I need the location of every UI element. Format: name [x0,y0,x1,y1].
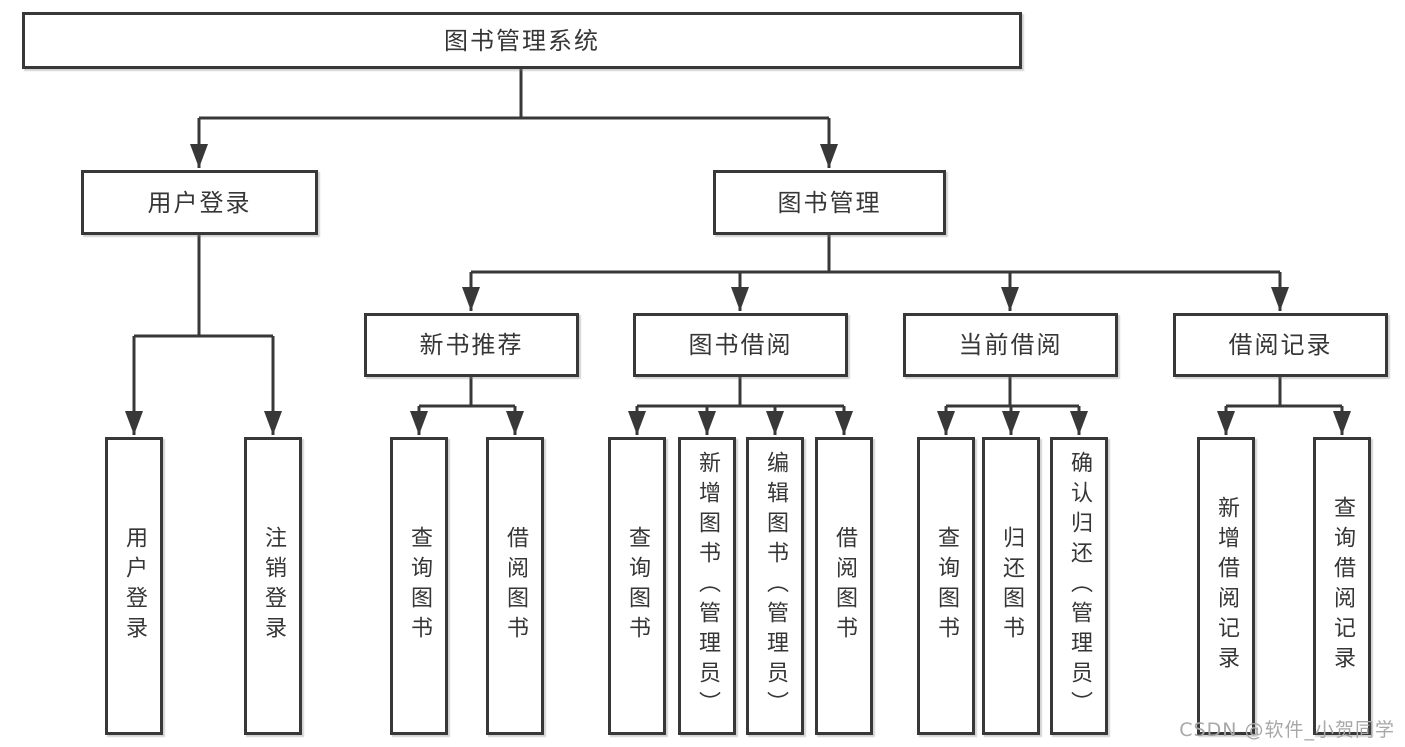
node-label: 借阅图书 [832,526,857,646]
connector-root-to-level2 [190,69,838,168]
connector-new-book-branch [410,377,524,435]
node-label: 新增图书（管理员） [695,451,720,721]
node-label: 归还图书 [999,526,1024,646]
node-label: 注销登录 [261,526,286,646]
node-label: 新增借阅记录 [1214,496,1239,676]
leaf-add-books-admin: 新增图书（管理员） [678,437,736,735]
node-label: 编辑图书（管理员） [763,451,788,721]
node-label: 借阅记录 [1228,331,1333,359]
node-label: 查询图书 [407,526,432,646]
node-label: 用户登录 [122,526,147,646]
node-label: 图书借阅 [688,331,793,359]
node-label: 查询借阅记录 [1330,496,1355,676]
node-new-book-recommend: 新书推荐 [364,313,579,377]
leaf-query-books-borrow: 查询图书 [608,437,666,735]
leaf-query-books-current: 查询图书 [917,437,975,735]
connector-user-login-branch [125,235,282,435]
leaf-edit-books-admin: 编辑图书（管理员） [746,437,804,735]
node-book-management: 图书管理 [713,170,946,235]
leaf-logout: 注销登录 [244,437,302,735]
watermark: CSDN @软件_小贺同学 [1179,719,1395,741]
leaf-add-borrow-record: 新增借阅记录 [1197,437,1255,735]
leaf-query-books-recommend: 查询图书 [390,437,448,735]
node-current-borrowing: 当前借阅 [903,313,1118,377]
node-label: 图书管理系统 [444,26,600,55]
node-library-system: 图书管理系统 [22,12,1022,69]
node-label: 查询图书 [934,526,959,646]
node-label: 确认归还（管理员） [1067,451,1092,721]
connector-book-management-branch [462,235,1289,311]
connector-current-borrowing-branch [937,377,1088,435]
node-label: 用户登录 [147,188,252,217]
connector-book-borrowing-branch [628,377,853,435]
connector-borrow-records-branch [1217,377,1351,435]
node-label: 借阅图书 [503,526,528,646]
node-borrow-records: 借阅记录 [1173,313,1388,377]
leaf-confirm-return-admin: 确认归还（管理员） [1050,437,1108,735]
leaf-borrow-books-recommend: 借阅图书 [486,437,544,735]
leaf-user-login: 用户登录 [105,437,163,735]
leaf-borrow-books: 借阅图书 [815,437,873,735]
leaf-return-books: 归还图书 [982,437,1040,735]
node-label: 图书管理 [777,188,882,217]
node-user-login: 用户登录 [81,170,318,235]
node-label: 当前借阅 [958,331,1063,359]
node-book-borrowing: 图书借阅 [633,313,848,377]
node-label: 新书推荐 [419,331,524,359]
leaf-query-borrow-record: 查询借阅记录 [1313,437,1371,735]
node-label: 查询图书 [625,526,650,646]
